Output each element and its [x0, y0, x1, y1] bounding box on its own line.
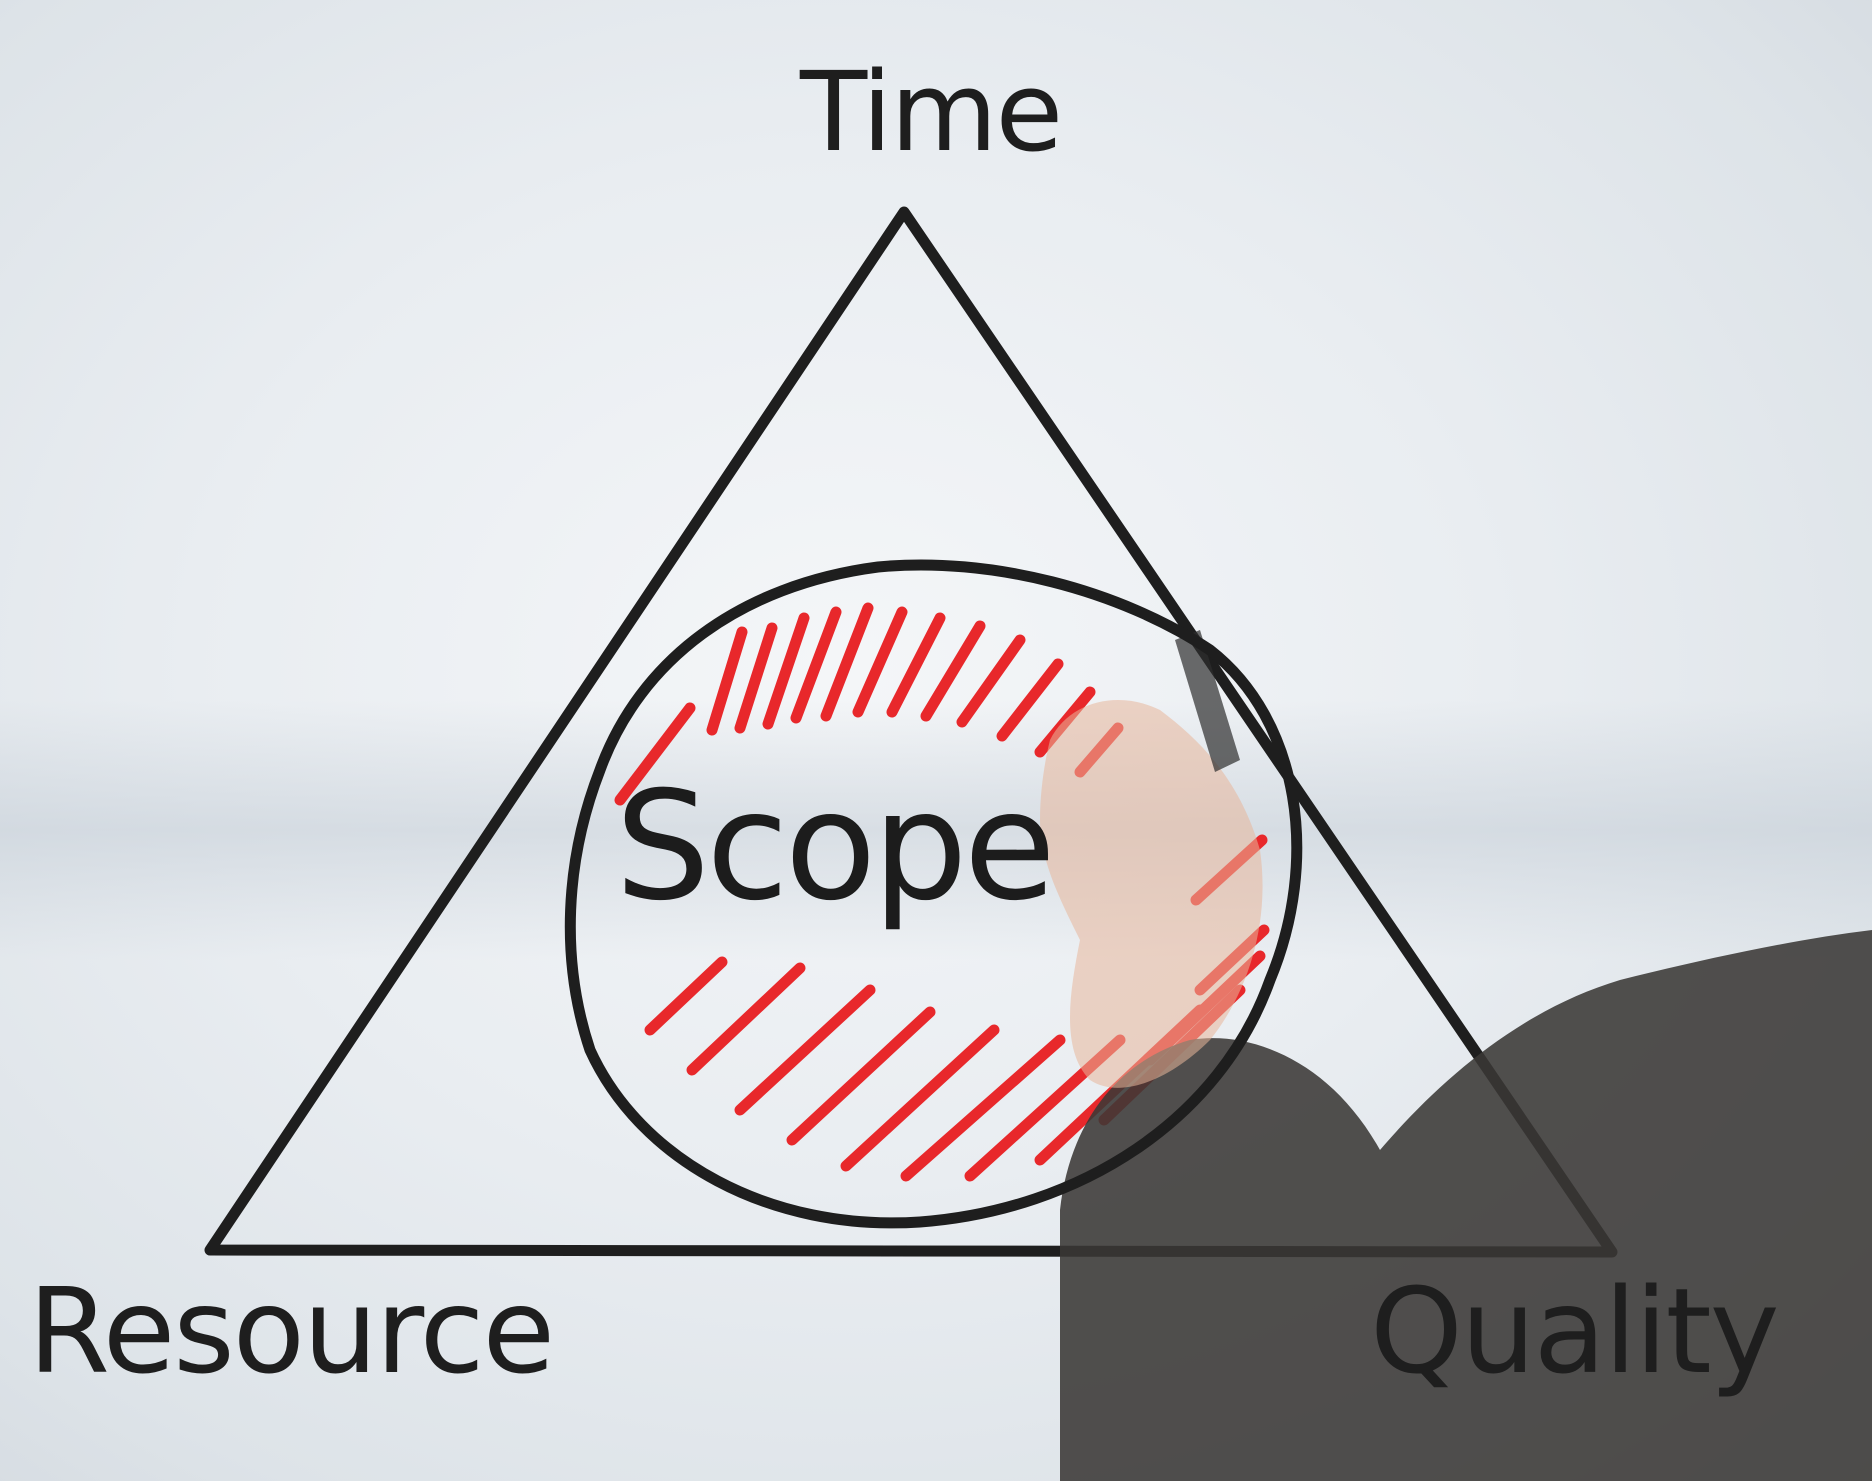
background-blur [0, 700, 1872, 960]
hand-with-marker-icon [1040, 700, 1263, 1088]
label-resource: Resource [28, 1262, 555, 1400]
label-quality: Quality [1370, 1262, 1780, 1400]
scope-circle [564, 559, 1303, 1229]
label-time: Time [800, 48, 1063, 176]
scope-triangle [204, 206, 1618, 1258]
arm-sleeve [1060, 930, 1872, 1481]
marker-icon [1175, 630, 1240, 772]
label-scope: Scope [615, 760, 1056, 934]
